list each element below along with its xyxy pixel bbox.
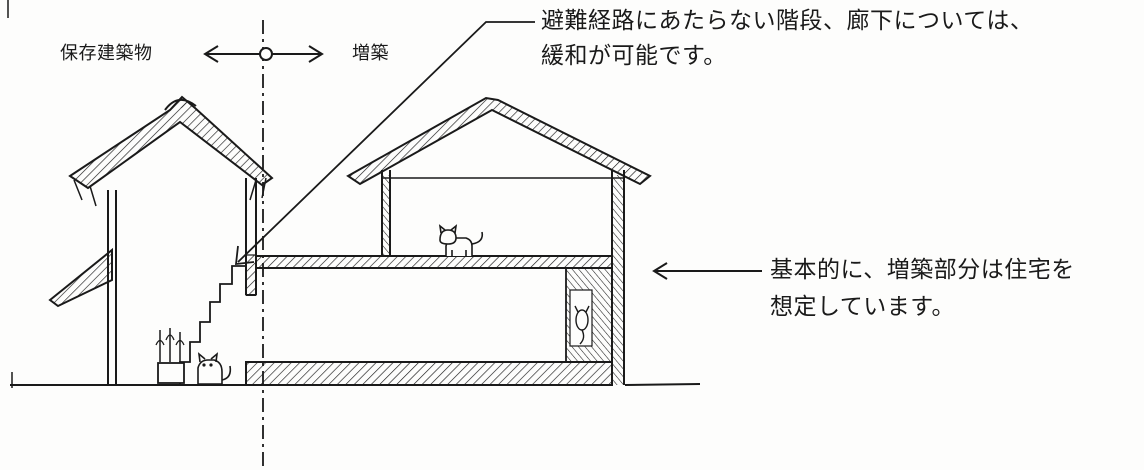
stairs-leader (234, 21, 535, 266)
ground-floor-slab (245, 361, 613, 386)
planter (157, 362, 185, 384)
cat-climbing-icon (574, 305, 590, 345)
stairs-note-line2: 緩和が可能です。 (541, 43, 727, 69)
division-arrow (203, 45, 324, 63)
preserved-building (48, 95, 274, 385)
extension-note-line2: 想定しています。 (770, 294, 956, 320)
cat-sitting-icon (197, 352, 232, 385)
extension-label: 増築 (352, 43, 389, 64)
preserved-wall-left (107, 190, 117, 385)
preserved-side-canopy (48, 247, 113, 308)
preserved-building-label: 保存建築物 (60, 43, 153, 64)
extension-building (245, 96, 652, 386)
preserved-roof (68, 95, 274, 190)
cat-standing-icon (438, 224, 484, 256)
extension-note-line1: 基本的に、増築部分は住宅を (770, 257, 1075, 283)
mid-floor-slab (255, 255, 613, 269)
stairs-note-line1: 避難経路にあたらない階段、廊下については、 (541, 8, 1034, 34)
preserved-stairs (179, 265, 246, 385)
extension-arrow (652, 262, 762, 280)
